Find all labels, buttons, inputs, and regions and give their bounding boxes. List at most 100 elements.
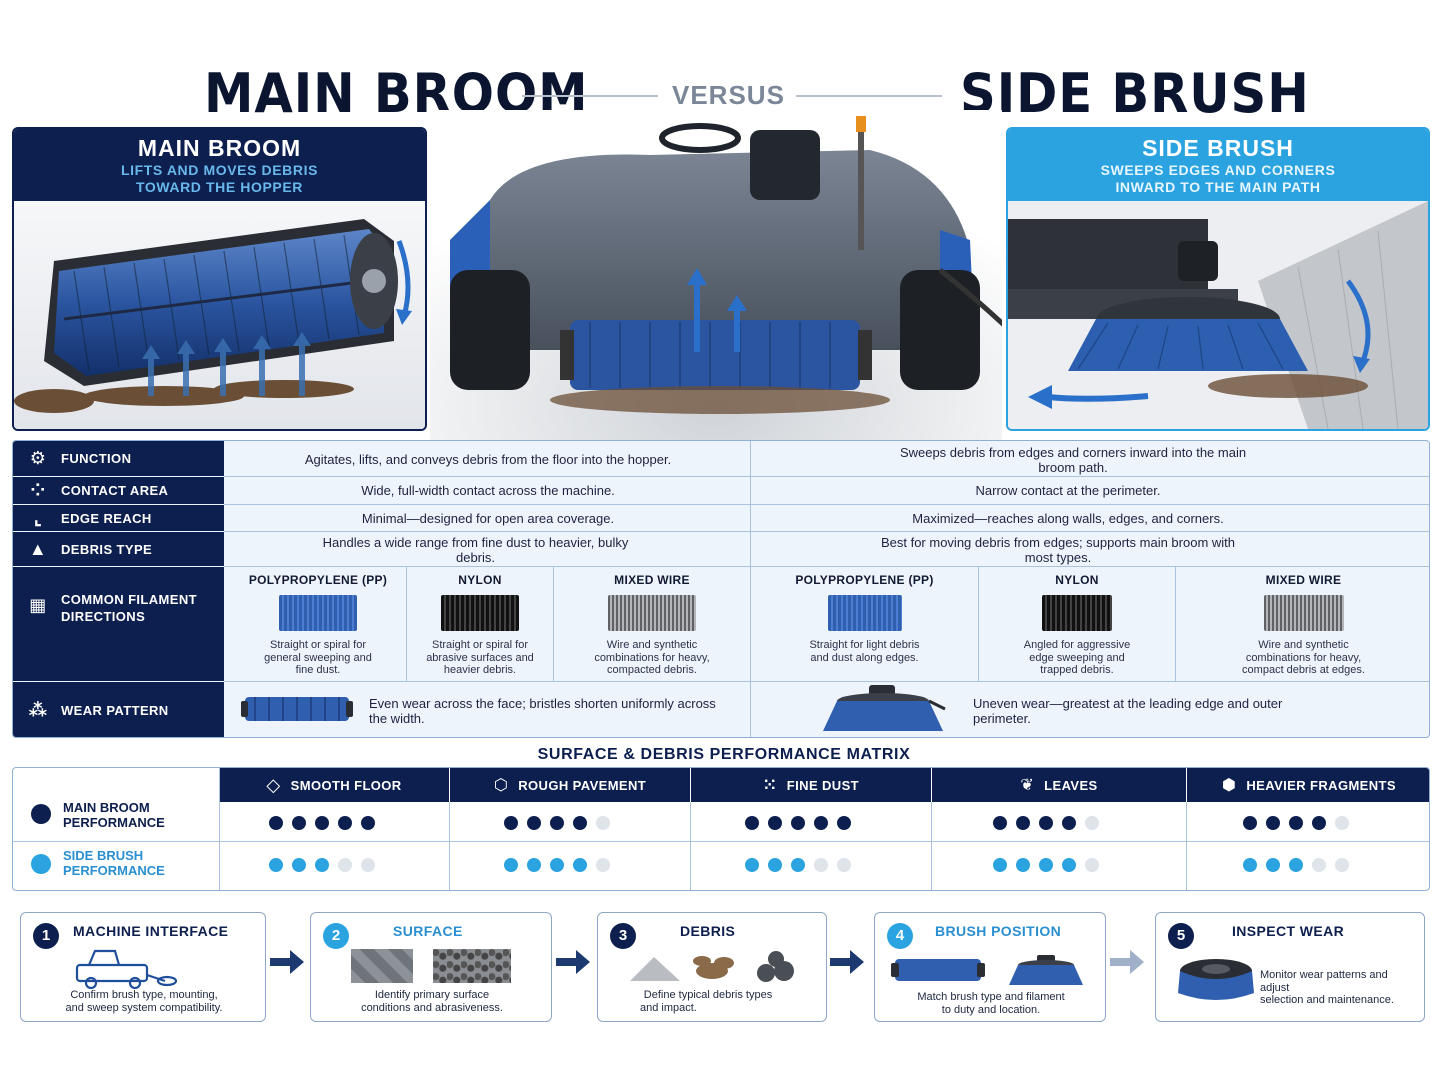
side-filament-nylon-desc: Angled for aggressive edge sweeping and … [1023,639,1131,676]
filament-divider [406,567,407,681]
side-filament-pp-swatch [827,595,902,631]
rating-dot-filled [292,816,306,830]
rough-asphalt-icon [433,949,511,983]
rating-dot-filled [361,816,375,830]
side-filament-mixed-desc: Wire and synthetic combinations for heav… [1242,639,1365,676]
step-5-desc-1: Monitor wear patterns and adjust [1260,969,1388,994]
filament-grid-icon: ▦ [29,595,47,615]
machine-outline-icon [75,949,178,989]
side-filament-nylon-name: NYLON [1055,573,1099,587]
matrix-col-leaves: ❦ LEAVES [932,768,1186,802]
matrix-divider [1186,802,1187,890]
main-broom-legend-dot [31,804,51,824]
row-label-edge-reach: ⌞ EDGE REACH [13,505,224,531]
main-filament-mixed: MIXED WIRE Wire and synthetic combinatio… [554,573,750,677]
rating-dots [504,858,610,872]
side-brush-panel-header: SIDE BRUSH SWEEPS EDGES AND CORNERS INWA… [1008,129,1428,201]
row-label-wear-pattern: ⁂ WEAR PATTERN [13,682,224,737]
matrix-title: SURFACE & DEBRIS PERFORMANCE MATRIX [537,746,911,763]
wear-bristle-icon: ⁂ [28,700,48,720]
contact-area-side-cell: Narrow contact at the perimeter. [975,483,1161,498]
side-brush-legend-dot [31,854,51,874]
rating-dot-filled [1266,816,1280,830]
side-brush-panel-subtitle-1: SWEEPS EDGES AND CORNERS [1100,162,1336,178]
row-divider [224,681,1429,682]
row-divider [224,531,1429,532]
rating-dot-filled [1039,858,1053,872]
rating-dot-filled [791,858,805,872]
rating-dot-filled [745,816,759,830]
step-3-desc: Define typical debris types and impact. [608,989,808,1014]
edge-reach-main-cell: Minimal—designed for open area coverage. [361,510,615,526]
rating-dot-filled [745,858,759,872]
side-filament-mixed: MIXED WIRE Wire and synthetic combinatio… [1176,573,1429,677]
side-filament-pp-name: POLYPROPYLENE (PP) [795,573,934,587]
row-label-wear-pattern-text: WEAR PATTERN [61,703,169,718]
matrix-col-fine-dust-label: FINE DUST [786,777,860,793]
matrix-divider [690,802,691,890]
rating-dot-empty [814,858,828,872]
matrix-row-main-label-2: PERFORMANCE [63,815,165,830]
step-2-desc-1: Identify primary surface [374,989,490,1001]
rating-dot-empty [596,858,610,872]
rating-dot-filled [768,858,782,872]
side-filament-pp: POLYPROPYLENE (PP) Straight for light de… [751,573,978,664]
function-side-cell: Sweeps debris from edges and corners inw… [899,444,1247,475]
debris-type-side-cell: Best for moving debris from edges; suppo… [880,534,1236,565]
tile-diamond-icon: ◇ [266,774,281,795]
step-3-desc-2: and impact. [640,1001,697,1014]
matrix-col-leaves-label: LEAVES [1044,777,1098,793]
filament-divider [1175,567,1176,681]
rating-dots [269,858,375,872]
debris-types-icon [630,951,794,982]
matrix-divider [219,768,220,890]
step-3-title: DEBRIS [680,923,736,939]
step-3-number: 3 [610,923,636,949]
row-label-function-text: FUNCTION [61,451,132,466]
matrix-col-heavier-fragments-label: HEAVIER FRAGMENTS [1246,777,1396,793]
main-filament-mixed-name: MIXED WIRE [614,573,690,587]
step-arrow-icon [556,950,590,974]
rating-dot-filled [993,858,1007,872]
rating-dot-filled [315,816,329,830]
side-brush-illustration [1008,201,1428,429]
debris-pile-icon: ▲ [28,538,48,559]
side-filament-mixed-name: MIXED WIRE [1265,573,1342,587]
rating-dot-filled [1289,858,1303,872]
paving-tiles-icon [351,949,413,983]
step-4-desc-1: Match brush type and filament [917,991,1065,1003]
step-3-desc-1: Define typical debris types [643,989,773,1001]
rating-dot-filled [292,858,306,872]
filament-divider [553,567,554,681]
step-4-desc-2: to duty and location. [941,1003,1041,1016]
step-1-desc-2: and sweep system compatibility. [65,1001,223,1014]
step-4-title: BRUSH POSITION [935,923,1062,939]
rating-dots [269,816,375,830]
row-label-contact-area: ⁘ CONTACT AREA [13,477,224,504]
matrix-col-rough-pavement-label: ROUGH PAVEMENT [518,777,647,793]
rating-dot-filled [768,816,782,830]
rating-dot-empty [837,858,851,872]
rating-dot-filled [573,816,587,830]
side-brush-panel-title: SIDE BRUSH [1142,135,1294,161]
rating-dot-filled [338,816,352,830]
row-label-contact-area-text: CONTACT AREA [61,483,169,498]
step-1-card: 1 MACHINE INTERFACE Confirm brush type, … [20,912,266,1022]
main-broom-illustration [14,201,425,429]
rating-dot-filled [315,858,329,872]
comparison-table: ⚙ FUNCTION ⁘ CONTACT AREA ⌞ EDGE REACH ▲… [12,440,1430,738]
corner-bracket-icon: ⌞ [33,507,43,528]
matrix-row-main-label: MAIN BROOM PERFORMANCE [63,800,269,830]
side-brush-panel-subtitle-2: INWARD TO THE MAIN PATH [1115,179,1321,195]
rating-dot-filled [527,858,541,872]
leaf-icon: ❦ [1020,777,1035,794]
matrix-col-smooth-floor-label: SMOOTH FLOOR [290,777,402,793]
step-5-card: 5 INSPECT WEAR Monitor wear patterns and… [1155,912,1425,1022]
sweeper-machine-illustration [430,110,1002,440]
main-filament-nylon-swatch [441,595,519,631]
step-4-desc: Match brush type and filament to duty an… [885,991,1097,1016]
side-filament-nylon: NYLON Angled for aggressive edge sweepin… [979,573,1175,677]
matrix-row-side-label-1: SIDE BRUSH [63,848,144,863]
row-divider [224,476,1429,477]
function-main-cell: Agitates, lifts, and conveys debris from… [304,452,672,467]
